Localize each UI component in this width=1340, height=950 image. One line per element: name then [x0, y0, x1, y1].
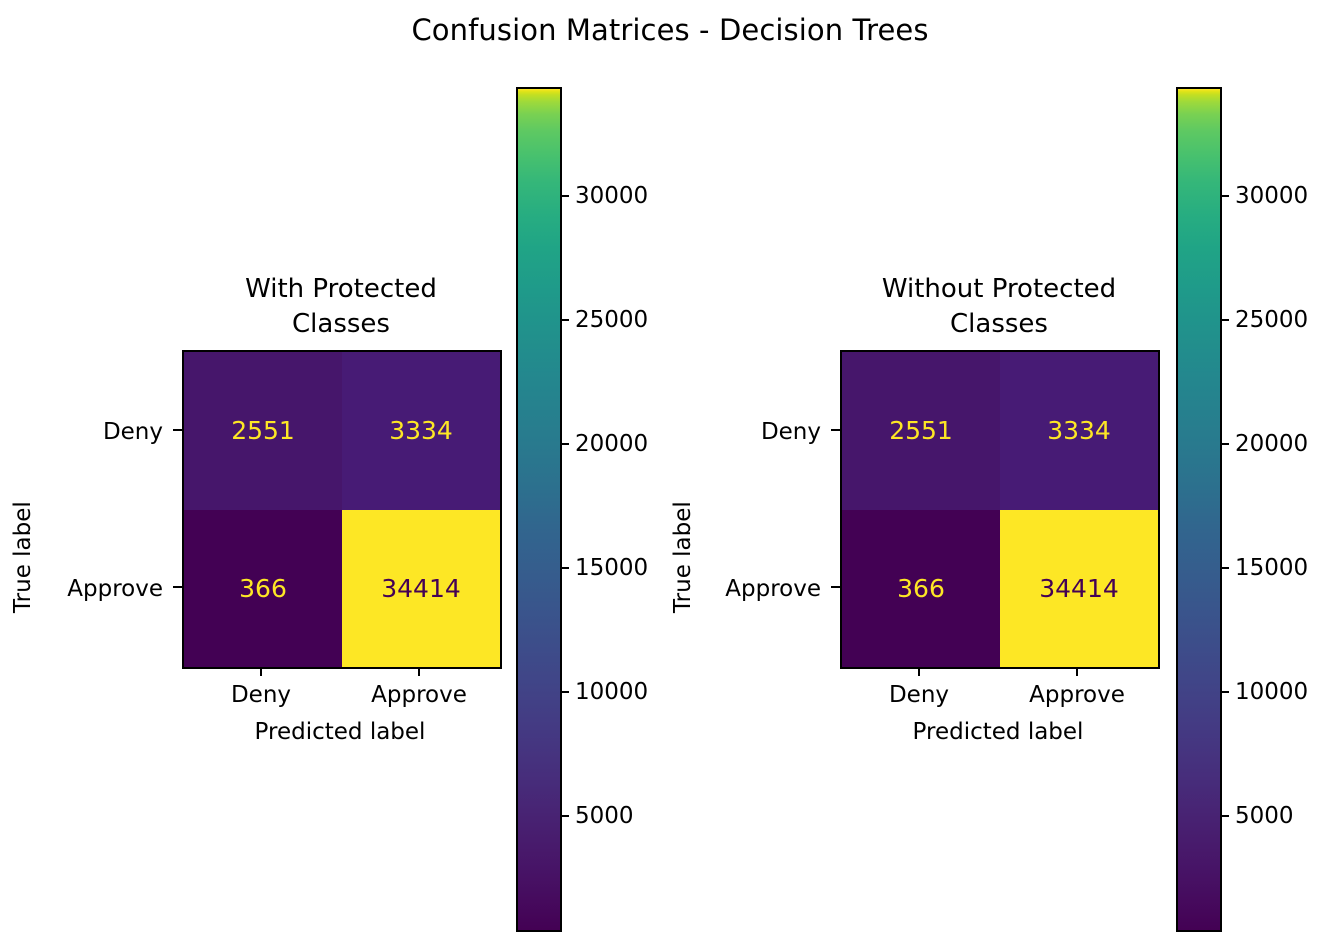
x-tick-mark: [260, 667, 262, 676]
matrix-cell: 34414: [1000, 509, 1158, 667]
y-tick-label-approve: Approve: [67, 576, 163, 602]
y-tick-label-deny: Deny: [102, 419, 163, 445]
cell-value: 3334: [1047, 416, 1111, 446]
matrix-cell: 3334: [1000, 352, 1158, 510]
colorbar-tick-label: 15000: [1235, 555, 1309, 581]
cell-value: 366: [897, 573, 945, 603]
subplot-title-left: With Protected Classes: [245, 274, 437, 339]
colorbar-tick-label: 25000: [575, 307, 649, 333]
x-tick-mark: [918, 667, 920, 676]
y-axis-title-left: True label: [10, 501, 36, 613]
colorbar-tick-mark: [560, 567, 569, 569]
y-tick-mark: [831, 429, 840, 431]
colorbar-tick-mark: [1220, 443, 1229, 445]
x-tick-mark: [418, 667, 420, 676]
colorbar-tick-label: 10000: [1235, 679, 1309, 705]
cell-value: 3334: [389, 416, 453, 446]
colorbar-tick-label: 30000: [575, 183, 649, 209]
confusion-matrix-right: 2551 3334 366 34414: [840, 350, 1160, 669]
subplot-title-right: Without Protected Classes: [881, 274, 1117, 339]
cell-value: 2551: [889, 416, 953, 446]
x-tick-label-approve: Approve: [371, 682, 467, 708]
colorbar-tick-mark: [1220, 815, 1229, 817]
colorbar-tick-mark: [560, 691, 569, 693]
colorbar-tick-label: 10000: [575, 679, 649, 705]
x-axis-title-right: Predicted label: [912, 719, 1084, 745]
y-axis-title-right: True label: [670, 501, 696, 613]
y-tick-label-approve: Approve: [725, 576, 821, 602]
x-tick-label-deny: Deny: [888, 682, 950, 708]
colorbar-tick-mark: [560, 195, 569, 197]
x-tick-label-deny: Deny: [230, 682, 292, 708]
matrix-cell: 3334: [342, 352, 500, 510]
colorbar-tick-label: 5000: [1235, 803, 1294, 829]
cell-value: 34414: [1039, 573, 1119, 603]
colorbar-tick-label: 5000: [575, 803, 634, 829]
cell-value: 366: [239, 573, 287, 603]
colorbar-tick-mark: [1220, 691, 1229, 693]
colorbar-tick-mark: [560, 815, 569, 817]
colorbar-tick-label: 30000: [1235, 183, 1309, 209]
matrix-cell: 366: [842, 509, 1000, 667]
colorbar-tick-mark: [1220, 567, 1229, 569]
colorbar-tick-label: 15000: [575, 555, 649, 581]
matrix-cell: 34414: [342, 509, 500, 667]
x-tick-mark: [1076, 667, 1078, 676]
x-axis-title-left: Predicted label: [254, 719, 426, 745]
colorbar-tick-mark: [560, 319, 569, 321]
colorbar-tick-mark: [1220, 319, 1229, 321]
figure-suptitle: Confusion Matrices - Decision Trees: [411, 13, 929, 47]
y-tick-mark: [831, 586, 840, 588]
y-tick-label-deny: Deny: [760, 419, 821, 445]
cell-value: 2551: [231, 416, 295, 446]
cell-value: 34414: [381, 573, 461, 603]
colorbar-right: [1176, 87, 1222, 932]
colorbar-tick-label: 20000: [575, 431, 649, 457]
matrix-cell: 366: [184, 509, 342, 667]
colorbar-tick-label: 25000: [1235, 307, 1309, 333]
colorbar-tick-mark: [1220, 195, 1229, 197]
y-tick-mark: [173, 586, 182, 588]
colorbar-tick-label: 20000: [1235, 431, 1309, 457]
colorbar-tick-mark: [560, 443, 569, 445]
y-tick-mark: [173, 429, 182, 431]
matrix-cell: 2551: [184, 352, 342, 510]
colorbar-left: [516, 87, 562, 932]
matrix-cell: 2551: [842, 352, 1000, 510]
x-tick-label-approve: Approve: [1029, 682, 1125, 708]
confusion-matrix-left: 2551 3334 366 34414: [182, 350, 502, 669]
